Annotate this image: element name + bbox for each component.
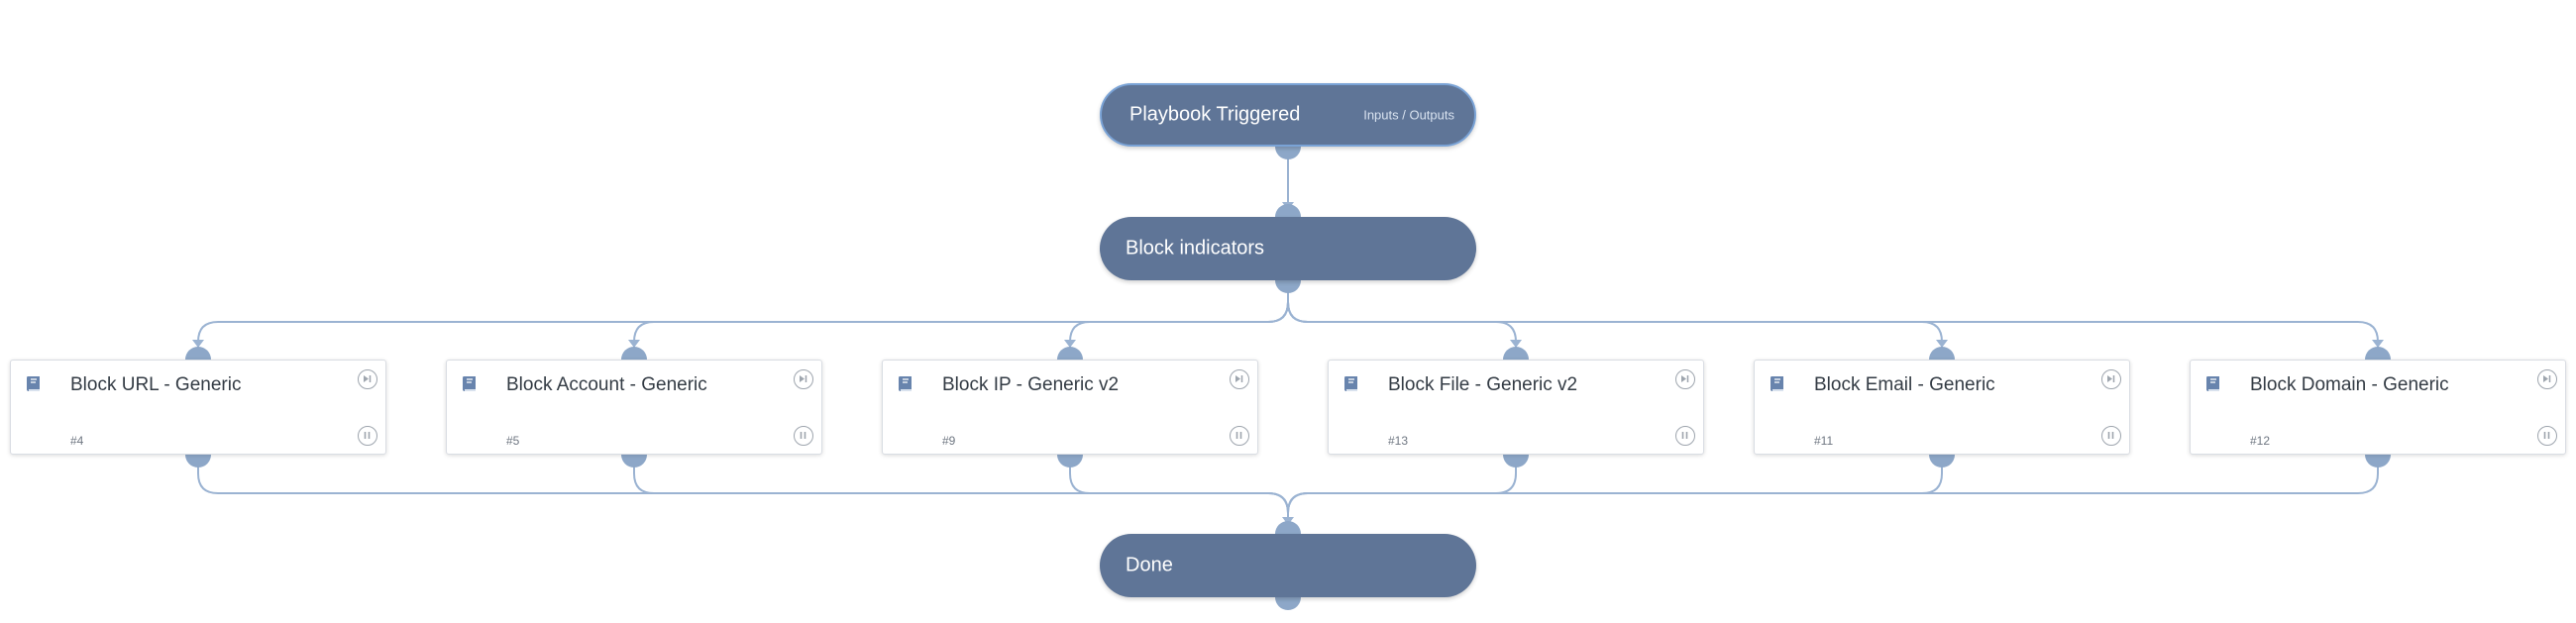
- task-title: Block Domain - Generic: [2250, 374, 2449, 395]
- wire-task-1-to-done: [197, 458, 1289, 525]
- pause-icon[interactable]: [1675, 426, 1695, 446]
- pause-icon[interactable]: [2537, 426, 2557, 446]
- arrowhead-task-1: [192, 340, 204, 348]
- task-id: #5: [506, 434, 520, 448]
- wire-to-task-3: [1069, 280, 1289, 349]
- book-icon: [1771, 376, 1783, 391]
- task-title: Block IP - Generic v2: [942, 374, 1120, 395]
- task-card[interactable]: Block Email - Generic #11: [1754, 360, 2130, 455]
- book-icon: [27, 376, 40, 391]
- arrowhead-task-5: [1936, 340, 1948, 348]
- wire-to-task-1: [197, 280, 1289, 349]
- book-icon: [899, 376, 912, 391]
- pause-icon[interactable]: [1230, 426, 1249, 446]
- done-label: Done: [1126, 554, 1173, 576]
- wire-to-task-5: [1287, 280, 1943, 349]
- pause-icon[interactable]: [794, 426, 813, 446]
- done-node[interactable]: Done: [1100, 534, 1476, 597]
- block-indicators-label: Block indicators: [1126, 237, 1265, 260]
- playbook-triggered-label: Playbook Triggered: [1129, 103, 1301, 126]
- task-id: #11: [1814, 434, 1834, 448]
- skip-icon[interactable]: [358, 369, 377, 389]
- connector-start-out: [1275, 147, 1301, 159]
- connector-task-3-out: [1057, 455, 1083, 467]
- skip-icon[interactable]: [2537, 369, 2557, 389]
- task-title: Block File - Generic v2: [1388, 374, 1578, 395]
- task-id: #9: [942, 434, 956, 448]
- connector-task-2-in: [621, 347, 647, 360]
- task-id: #12: [2250, 434, 2271, 448]
- wire-task-5-to-done: [1287, 458, 1943, 525]
- skip-icon[interactable]: [794, 369, 813, 389]
- task-id: #13: [1388, 434, 1409, 448]
- connector-task-1-in: [185, 347, 211, 360]
- connector-task-4-out: [1503, 455, 1529, 467]
- pause-icon[interactable]: [2101, 426, 2121, 446]
- wire-task-4-to-done: [1287, 458, 1517, 525]
- connector-done-out: [1275, 597, 1301, 610]
- block-indicators-node[interactable]: Block indicators: [1100, 217, 1476, 280]
- wire-to-task-6: [1287, 280, 2379, 349]
- arrowhead-task-6: [2372, 340, 2384, 348]
- connector-task-5-out: [1929, 455, 1955, 467]
- arrowhead-task-2: [628, 340, 640, 348]
- book-icon: [463, 376, 476, 391]
- connector-task-6-in: [2365, 347, 2391, 360]
- connector-task-5-in: [1929, 347, 1955, 360]
- arrowhead-task-4: [1510, 340, 1522, 348]
- connector-task-2-out: [621, 455, 647, 467]
- wire-task-3-to-done: [1069, 458, 1289, 525]
- task-title: Block Email - Generic: [1814, 374, 1995, 395]
- task-id: #4: [70, 434, 84, 448]
- connector-task-1-out: [185, 455, 211, 467]
- task-card[interactable]: Block Account - Generic #5: [446, 360, 822, 455]
- book-icon: [2206, 376, 2219, 391]
- task-title: Block URL - Generic: [70, 374, 242, 395]
- task-card[interactable]: Block IP - Generic v2 #9: [882, 360, 1258, 455]
- wire-to-task-2: [633, 280, 1289, 349]
- connector-block-indicators-out: [1275, 280, 1301, 293]
- pause-icon[interactable]: [358, 426, 377, 446]
- connector-task-3-in: [1057, 347, 1083, 360]
- skip-icon[interactable]: [1675, 369, 1695, 389]
- connector-task-4-in: [1503, 347, 1529, 360]
- task-card[interactable]: Block File - Generic v2 #13: [1328, 360, 1704, 455]
- inputs-outputs-link[interactable]: Inputs / Outputs: [1363, 107, 1454, 123]
- task-card[interactable]: Block Domain - Generic #12: [2190, 360, 2566, 455]
- wire-to-task-4: [1287, 280, 1517, 349]
- book-icon: [1344, 376, 1357, 391]
- arrowhead-task-3: [1064, 340, 1076, 348]
- playbook-triggered-node[interactable]: Playbook Triggered Inputs / Outputs: [1100, 83, 1476, 147]
- skip-icon[interactable]: [1230, 369, 1249, 389]
- wire-task-2-to-done: [633, 458, 1289, 525]
- task-title: Block Account - Generic: [506, 374, 707, 395]
- connector-done-in: [1275, 521, 1301, 534]
- skip-icon[interactable]: [2101, 369, 2121, 389]
- wire-task-6-to-done: [1287, 458, 2379, 525]
- task-card[interactable]: Block URL - Generic #4: [10, 360, 386, 455]
- connector-block-indicators-in: [1275, 204, 1301, 217]
- connector-task-6-out: [2365, 455, 2391, 467]
